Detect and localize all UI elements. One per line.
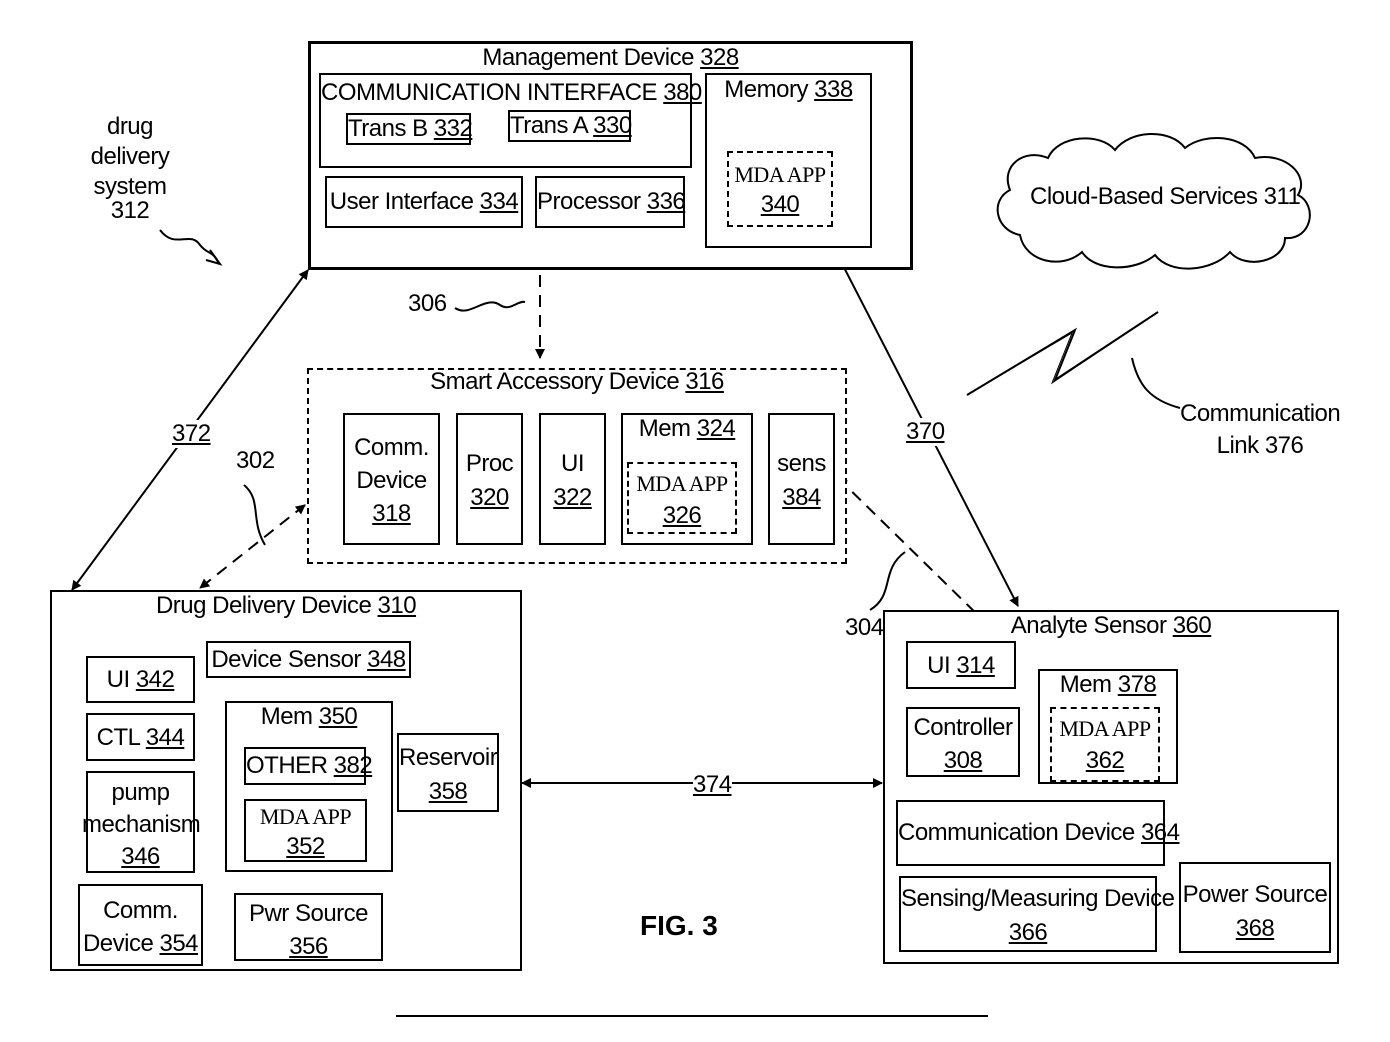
figure-label: FIG. 3 xyxy=(640,910,718,942)
smart-sensor: sens 384 xyxy=(768,413,835,545)
drug-power-source: Pwr Source 356 xyxy=(234,893,383,961)
drug-reservoir: Reservoir 358 xyxy=(397,733,499,812)
drug-pump-mechanism: pump mechanism 346 xyxy=(86,771,195,873)
smart-processor: Proc 320 xyxy=(456,413,523,545)
link-304-line xyxy=(838,478,985,622)
management-title: Management Device 328 xyxy=(311,44,910,72)
management-number: 328 xyxy=(700,44,739,71)
cloud-services-label: Cloud-Based Services 311 xyxy=(1030,183,1300,211)
system-label-line1: drug xyxy=(90,112,170,142)
ref-306: 306 xyxy=(408,290,447,318)
analyte-power-source: Power Source 368 xyxy=(1179,862,1331,953)
ref-304: 304 xyxy=(845,614,884,642)
ref-374: 374 xyxy=(693,771,732,799)
leader-312-arrow xyxy=(206,250,220,264)
ref-302: 302 xyxy=(236,447,275,475)
leader-302 xyxy=(244,485,265,545)
smart-comm-device: Comm. Device 318 xyxy=(343,413,440,545)
system-label: drug delivery system 312 xyxy=(90,112,170,226)
leader-312 xyxy=(160,230,218,262)
drug-ui: UI 342 xyxy=(86,656,195,703)
analyte-mda-app: MDA APP 362 xyxy=(1050,707,1160,782)
trans-a: Trans A 330 xyxy=(508,110,631,142)
drug-device-sensor: Device Sensor 348 xyxy=(206,641,411,678)
drug-comm-device: Comm. Device 354 xyxy=(78,884,203,966)
drug-mda-app: MDA APP 352 xyxy=(244,799,367,862)
analyte-communication-device: Communication Device 364 xyxy=(896,800,1165,866)
smart-mda-app: MDA APP 326 xyxy=(627,462,737,534)
smart-ui: UI 322 xyxy=(539,413,606,545)
drug-ctl: CTL 344 xyxy=(86,713,195,761)
management-title-text: Management Device xyxy=(482,44,694,71)
ref-372: 372 xyxy=(172,420,211,448)
analyte-ui: UI 314 xyxy=(906,641,1016,689)
analyte-sensing-device: Sensing/Measuring Device 366 xyxy=(899,876,1157,952)
communication-link-label: Communication Link 376 xyxy=(1180,398,1340,462)
drug-other: OTHER 382 xyxy=(244,747,366,785)
analyte-controller: Controller 308 xyxy=(906,707,1020,777)
trans-b: Trans B 332 xyxy=(346,113,471,145)
leader-304 xyxy=(870,552,905,610)
management-mda-app: MDA APP 340 xyxy=(727,151,833,227)
ref-370: 370 xyxy=(906,418,945,446)
lightning-bolt-icon xyxy=(967,312,1158,395)
system-label-line2: delivery xyxy=(90,142,170,172)
communication-interface-title: COMMUNICATION INTERFACE 380 xyxy=(321,79,690,107)
link-302-line xyxy=(200,505,305,588)
leader-306 xyxy=(455,302,525,311)
user-interface-box: User Interface 334 xyxy=(325,176,523,228)
processor-box: Processor 336 xyxy=(535,176,685,228)
leader-376 xyxy=(1132,358,1180,408)
